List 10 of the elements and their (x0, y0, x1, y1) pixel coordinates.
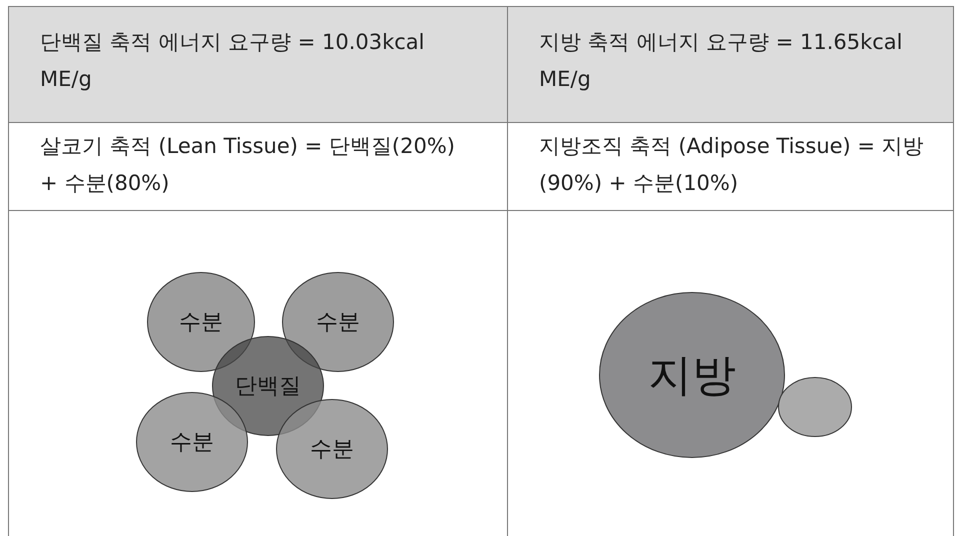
circle-label: 단백질 (235, 373, 301, 401)
circle-label: 수분 (170, 429, 214, 457)
table-cell-text: 지방조직 축적 (Adipose Tissue) = 지방(90%) + 수분(10%) (539, 133, 925, 197)
table-cell-text: 단백질 축적 에너지 요구량 = 10.03kcal ME/g (40, 29, 426, 93)
table-cell-text: 지방 축적 에너지 요구량 = 11.65kcal ME/g (539, 29, 904, 93)
circle-label: 수분 (316, 309, 360, 337)
circle-label: 수분 (179, 309, 223, 337)
circle-label: 수분 (310, 436, 354, 464)
table-cell-text: 살코기 축적 (Lean Tissue) = 단백질(20%) + 수분(80%) (40, 133, 456, 197)
circle-label: 지방 (648, 348, 736, 402)
